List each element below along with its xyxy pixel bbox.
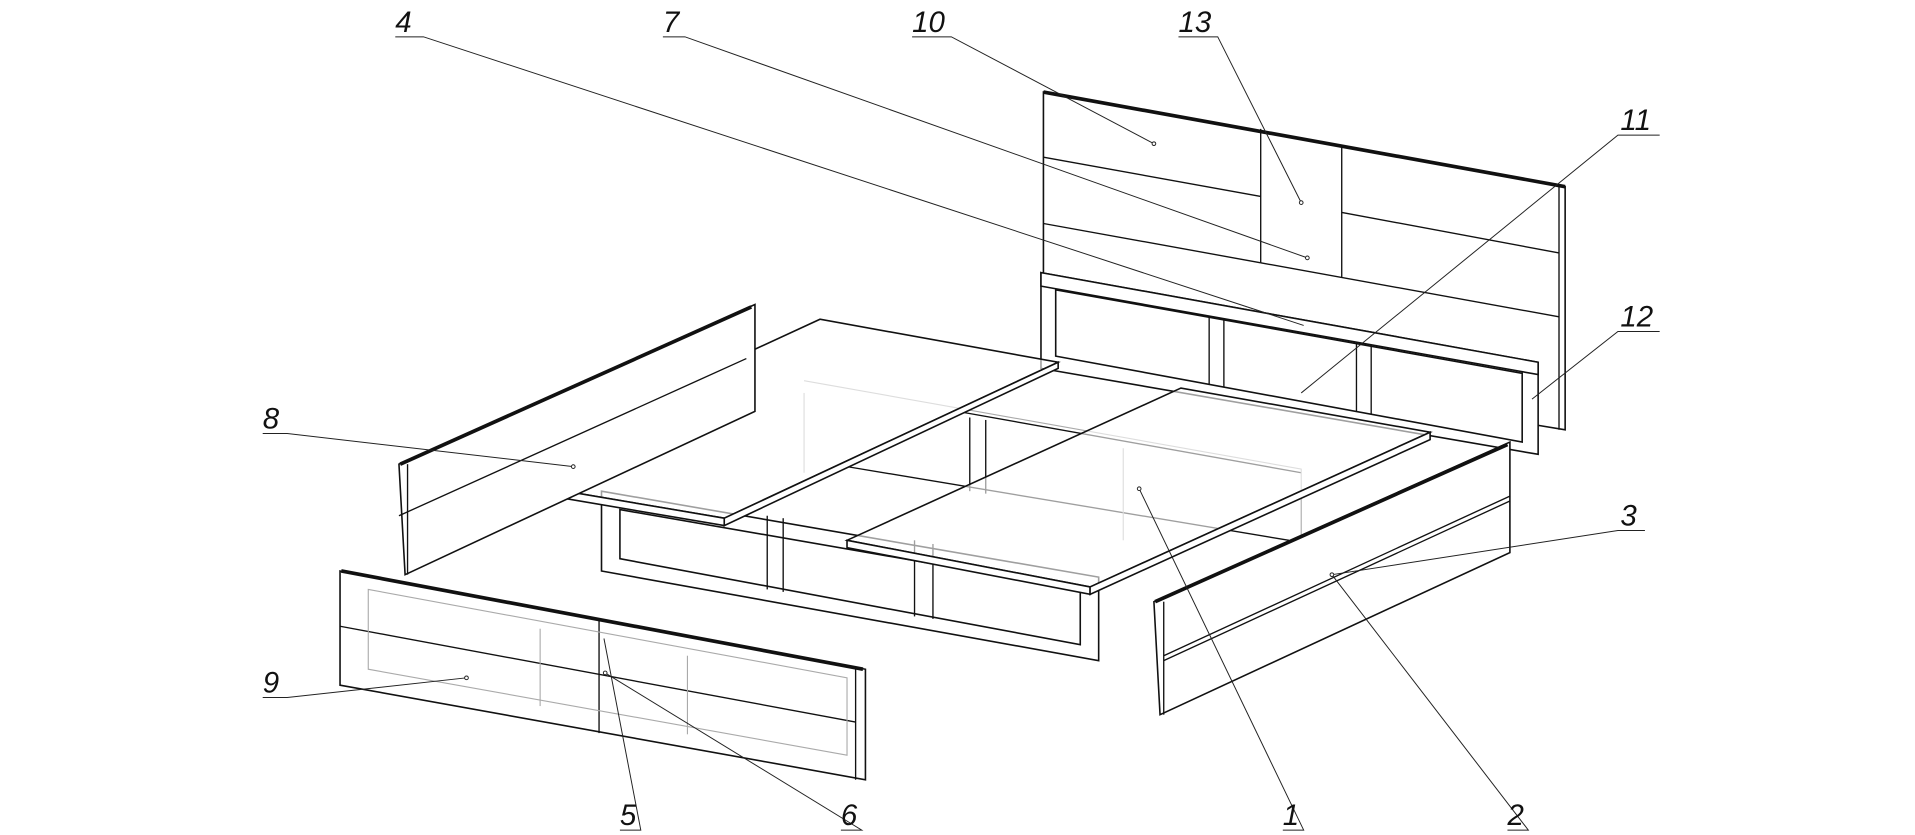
callout-1: 1 — [1283, 799, 1299, 832]
side-panel-right — [1153, 440, 1511, 716]
headboard-frame — [1040, 271, 1539, 456]
footboard — [339, 569, 867, 781]
callout-8: 8 — [263, 403, 280, 436]
callout-3: 3 — [1620, 500, 1637, 533]
callout-4: 4 — [395, 6, 411, 39]
callout-2: 2 — [1506, 799, 1523, 832]
callout-leaders — [262, 36, 1660, 831]
callout-6: 6 — [841, 799, 858, 832]
side-panel-left — [398, 303, 756, 576]
callout-13: 13 — [1178, 6, 1211, 39]
callout-11: 11 — [1620, 104, 1651, 137]
callout-5: 5 — [620, 799, 637, 832]
callout-7: 7 — [663, 6, 681, 39]
callout-10: 10 — [912, 6, 945, 39]
callout-9: 9 — [263, 667, 279, 700]
callout-12: 12 — [1620, 301, 1653, 334]
